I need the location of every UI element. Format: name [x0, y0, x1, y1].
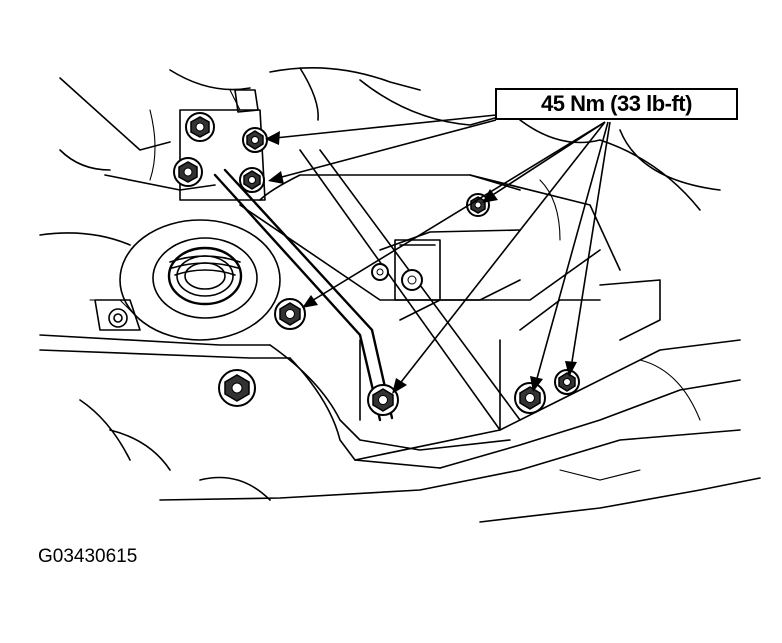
mount-bracket: [179, 89, 441, 301]
bolt-group: [173, 112, 580, 416]
bolt-icon: [218, 369, 256, 407]
hub-assembly: [94, 219, 281, 341]
bolt-icon: [173, 157, 203, 187]
callout-leaders: [265, 114, 611, 394]
figure-code: G03430615: [38, 546, 138, 567]
bolt-icon: [185, 112, 215, 142]
bolt-icon: [401, 269, 423, 291]
bolt-icon: [371, 263, 389, 281]
torque-spec-label: 45 Nm (33 lb-ft): [495, 88, 738, 120]
bolt-icon: [554, 369, 580, 395]
bolt-icon: [242, 127, 268, 153]
bolt-icon: [514, 382, 546, 414]
frame-outline: [39, 66, 761, 523]
bolt-icon: [367, 384, 399, 416]
bolt-icon: [274, 298, 306, 330]
bolt-icon: [239, 167, 265, 193]
